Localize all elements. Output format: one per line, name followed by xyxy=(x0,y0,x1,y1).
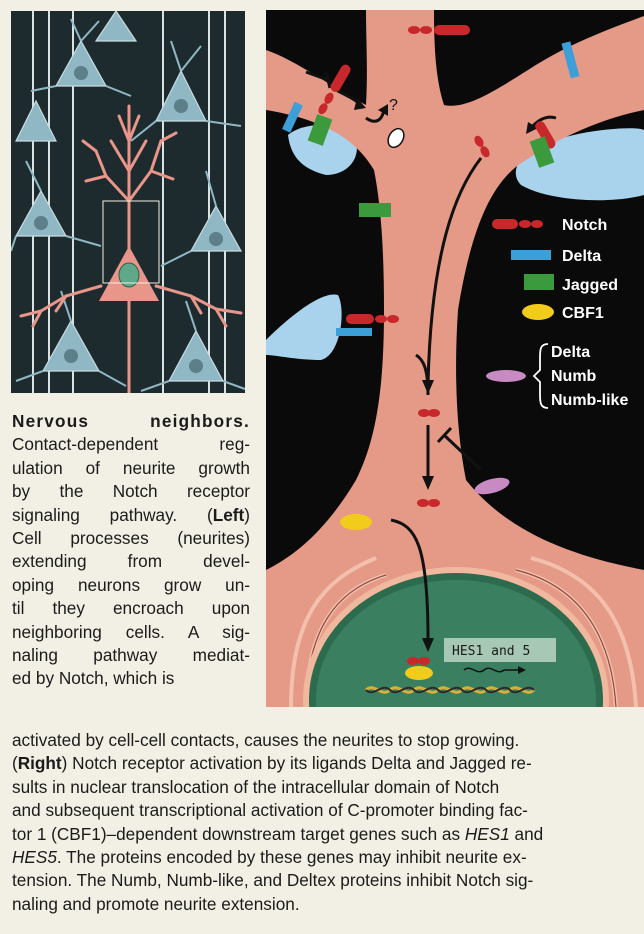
caption-title-line: Nervous neighbors. xyxy=(12,410,250,433)
caption-line: naling and promote neurite extension. xyxy=(12,893,644,916)
caption-line: and subsequent transcriptional activatio… xyxy=(12,799,644,822)
caption-line: activated by cell-cell contacts, causes … xyxy=(12,729,644,752)
left-neuron-illustration xyxy=(11,11,245,393)
legend-inhibitor-3: Numb-like xyxy=(551,392,628,409)
notch-diagram-svg: HES1 and 5 ? xyxy=(266,10,644,707)
caption-line: ed by Notch, which is xyxy=(12,667,250,690)
caption-line: oping neurons grow un- xyxy=(12,574,250,597)
legend-notch-label: Notch xyxy=(562,217,607,234)
caption-fragment: signaling pathway. ( xyxy=(12,505,213,525)
caption-fragment: tor 1 (CBF1)–dependent downstream target… xyxy=(12,824,465,844)
caption-line: signaling pathway. (Left) xyxy=(12,504,250,527)
caption-line: Cell processes (neurites) xyxy=(12,527,250,550)
caption-fragment: . The proteins encoded by these genes ma… xyxy=(57,847,527,867)
notch-signaling-diagram: HES1 and 5 ? xyxy=(266,10,644,707)
caption-line: ulation of neurite growth xyxy=(12,457,250,480)
caption-line: neighboring cells. A sig- xyxy=(12,621,250,644)
caption-fragment: ) xyxy=(244,505,250,525)
caption-line: extending from devel- xyxy=(12,550,250,573)
caption-title: Nervous neighbors. xyxy=(12,411,250,431)
caption-line: tension. The Numb, Numb-like, and Deltex… xyxy=(12,869,644,892)
caption-fragment: ) Notch receptor activation by its ligan… xyxy=(62,753,532,773)
caption-line: Contact-dependent reg- xyxy=(12,433,250,456)
caption-line: naling pathway mediat- xyxy=(12,644,250,667)
caption-left-label: Left xyxy=(213,505,245,525)
caption-line: by the Notch receptor xyxy=(12,480,250,503)
legend-delta-label: Delta xyxy=(562,248,601,265)
legend-inhibitor-1: Delta xyxy=(551,344,590,361)
caption-line: HES5. The proteins encoded by these gene… xyxy=(12,846,644,869)
legend-cbf1-label: CBF1 xyxy=(562,305,604,322)
notch-left-mid xyxy=(346,314,399,324)
caption-fragment: and xyxy=(510,824,543,844)
neuron-network-svg xyxy=(11,11,245,393)
legend-jagged-label: Jagged xyxy=(562,277,618,294)
caption-line: til they encroach upon xyxy=(12,597,250,620)
gene-name-hes1: HES1 xyxy=(465,824,510,844)
figure-caption-narrow: Nervous neighbors. Contact-dependent reg… xyxy=(12,410,250,691)
question-mark: ? xyxy=(389,97,398,114)
caption-line: sults in nuclear translocation of the in… xyxy=(12,776,644,799)
gene-name-hes5: HES5 xyxy=(12,847,57,867)
caption-right-label: Right xyxy=(18,753,62,773)
caption-line: tor 1 (CBF1)–dependent downstream target… xyxy=(12,823,644,846)
legend-cbf1: CBF1 xyxy=(522,304,604,322)
caption-line: (Right) Notch receptor activation by its… xyxy=(12,752,644,775)
figure-caption-wide: activated by cell-cell contacts, causes … xyxy=(12,729,644,916)
gene-label: HES1 and 5 xyxy=(452,644,530,659)
legend-inhibitor-2: Numb xyxy=(551,368,597,385)
